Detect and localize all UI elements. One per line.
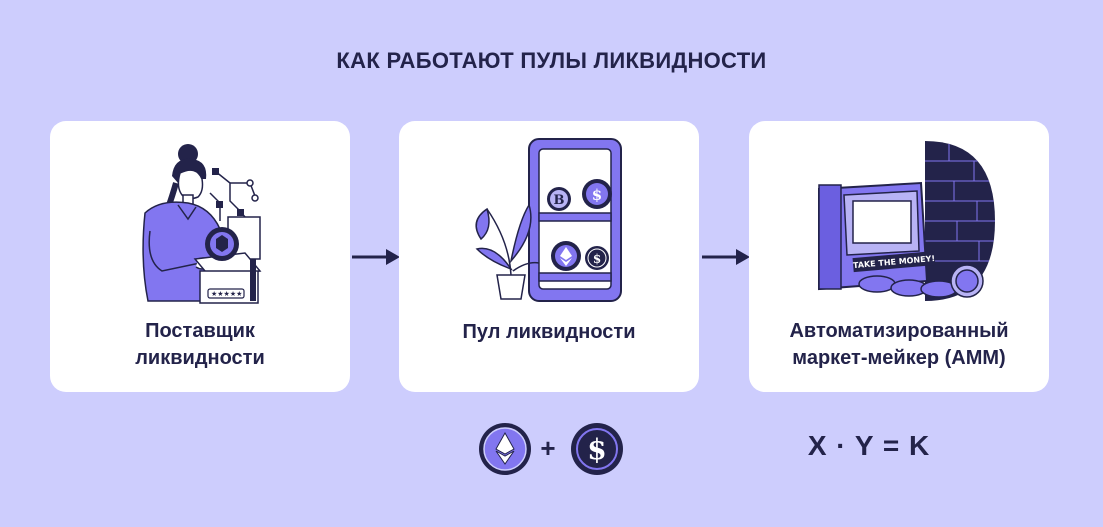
arrow-right-icon — [702, 249, 750, 265]
woman-provider-icon: ★★★★★ — [142, 144, 262, 304]
step-label-pool: Пул ликвидности — [462, 321, 636, 343]
step-label-provider: Поставщик ликвидности — [135, 320, 265, 369]
svg-text:$: $ — [587, 433, 606, 466]
step-label-amm: Автоматизированный маркет-мейкер (AMM) — [789, 320, 1009, 369]
step-card-provider: ★★★★★ Поставщик ликвидности — [50, 121, 350, 392]
svg-text:$: $ — [592, 186, 602, 204]
svg-text:$: $ — [593, 252, 601, 266]
eth-coin-icon — [479, 423, 531, 475]
page-title: КАК РАБОТАЮТ ПУЛЫ ЛИКВИДНОСТИ — [336, 48, 767, 73]
svg-text:★★★★★: ★★★★★ — [211, 290, 242, 298]
plus-sign: + — [540, 433, 555, 463]
svg-text:B: B — [554, 193, 565, 208]
token-pair: + $ — [479, 423, 623, 475]
step-card-pool: B $ $ Пул ликвидности — [399, 121, 699, 392]
arrow-right-icon — [352, 249, 400, 265]
step-card-amm: TAKE THE MONEY! Автоматизированный марке… — [749, 121, 1049, 392]
dollar-coin-icon: $ — [571, 423, 623, 475]
phone-coins-icon: B $ $ — [475, 138, 622, 302]
amm-formula: X · Y = K — [807, 430, 931, 461]
atm-machine-icon: TAKE THE MONEY! — [818, 141, 995, 301]
